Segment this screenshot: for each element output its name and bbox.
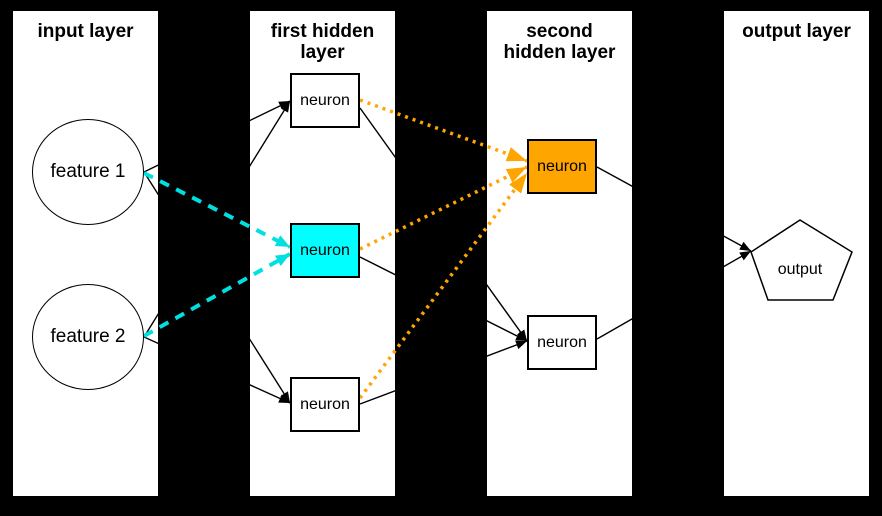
panel-second-hidden-layer: second hidden layer <box>487 11 632 496</box>
node-output-pentagon <box>750 219 853 301</box>
node-h1-neuron-bottom: neuron <box>290 377 360 432</box>
node-feature-1: feature 1 <box>32 119 144 225</box>
node-h1-neuron-middle-highlighted: neuron <box>290 223 360 278</box>
node-h1-neuron-top: neuron <box>290 73 360 128</box>
node-h2-neuron-top-highlighted: neuron <box>527 139 597 194</box>
second-hidden-layer-title: second hidden layer <box>503 21 616 63</box>
output-layer-title: output layer <box>742 21 851 42</box>
first-hidden-layer-title: first hidden layer <box>270 21 375 63</box>
feature-2-label: feature 2 <box>50 326 126 347</box>
node-h2-neuron-bottom: neuron <box>527 315 597 370</box>
h1-neuron-top-label: neuron <box>300 91 350 109</box>
node-feature-2: feature 2 <box>32 284 144 390</box>
feature-1-label: feature 1 <box>50 161 126 182</box>
input-layer-title: input layer <box>37 21 134 42</box>
h1-neuron-middle-label: neuron <box>300 241 350 259</box>
h2-neuron-top-label: neuron <box>537 157 587 175</box>
h1-neuron-bottom-label: neuron <box>300 395 350 413</box>
panel-input-layer: input layer <box>13 11 158 496</box>
h2-neuron-bottom-label: neuron <box>537 333 587 351</box>
output-pentagon-shape <box>750 219 853 301</box>
output-label: output <box>777 261 823 278</box>
